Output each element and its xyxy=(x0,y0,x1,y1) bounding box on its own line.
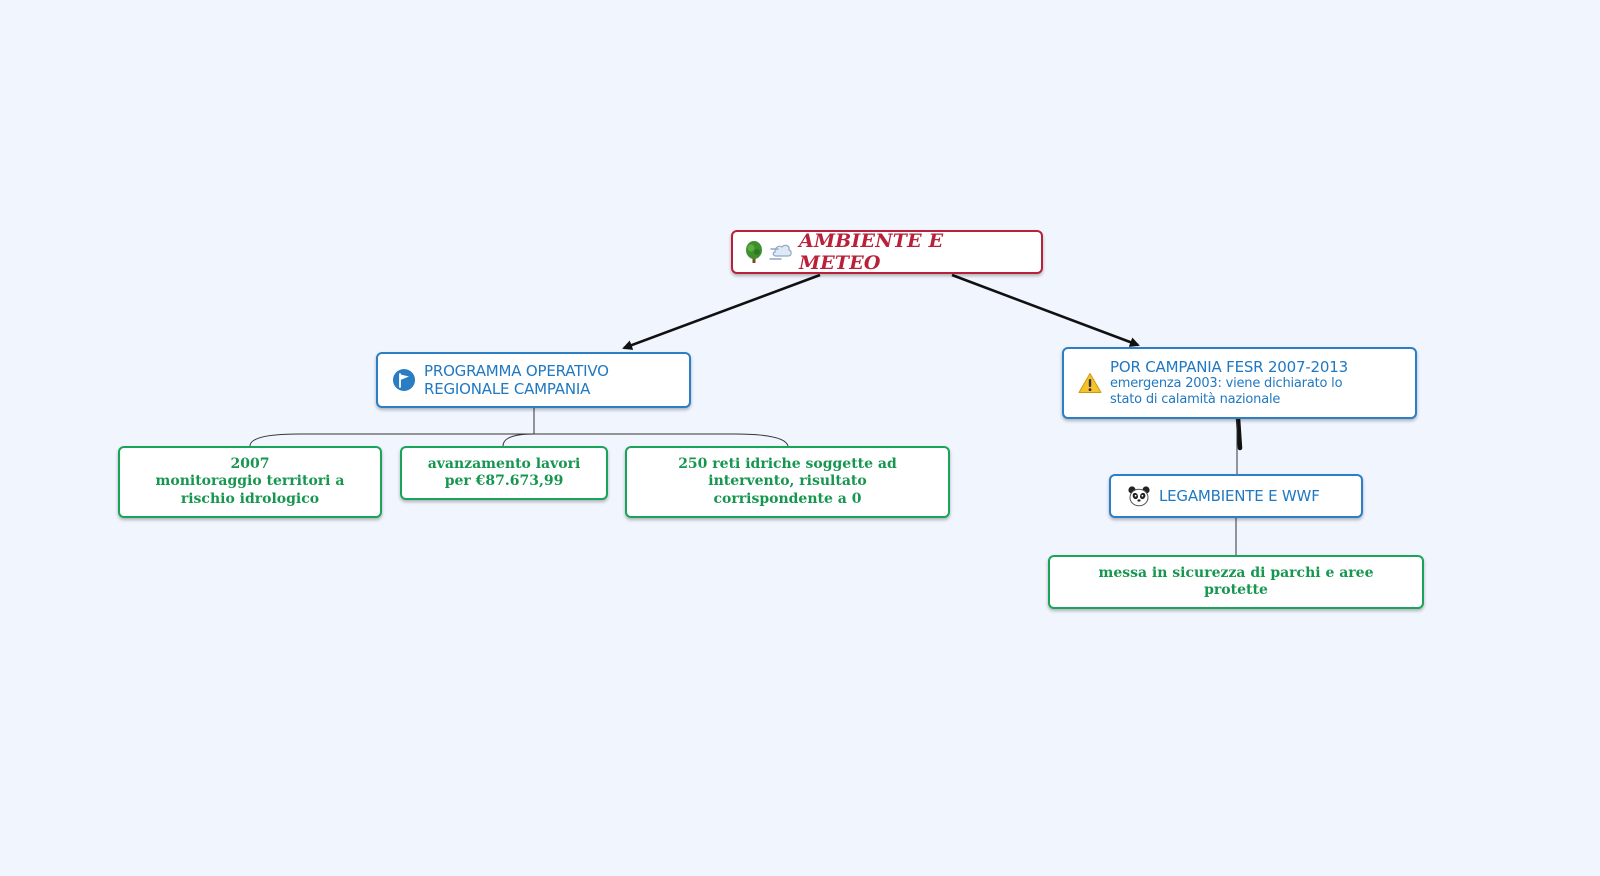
legambiente-title: LEGAMBIENTE E WWF xyxy=(1159,487,1320,505)
connector-programma-children xyxy=(249,408,789,447)
por-sub-line-1: emergenza 2003: viene dichiarato lo xyxy=(1110,376,1343,391)
por-title: POR CAMPANIA FESR 2007-2013 xyxy=(1110,358,1348,376)
leaf-line: rischio idrologico xyxy=(180,490,320,507)
branch-programma-node[interactable]: PROGRAMMA OPERATIVO REGIONALE CAMPANIA xyxy=(376,352,691,408)
leaf-line: corrispondente a 0 xyxy=(713,490,862,507)
branch-por-node[interactable]: POR CAMPANIA FESR 2007-2013 emergenza 20… xyxy=(1062,347,1417,419)
leaf-reti-idriche[interactable]: 250 reti idriche soggette ad intervento,… xyxy=(625,446,950,518)
leaf-line: monitoraggio territori a xyxy=(155,473,345,490)
leaf-line: messa in sicurezza di parchi e aree xyxy=(1098,564,1374,581)
tree-icon xyxy=(743,240,765,264)
connector-root-to-por xyxy=(951,273,1140,347)
leaf-line: avanzamento lavori xyxy=(427,455,581,472)
programma-title-line-2: REGIONALE CAMPANIA xyxy=(424,380,591,398)
root-node[interactable]: AMBIENTE E METEO xyxy=(731,230,1043,274)
leaf-line: 2007 xyxy=(230,455,270,472)
connector-root-to-programma xyxy=(622,273,821,350)
leaf-line: intervento, risultato xyxy=(708,473,867,490)
leaf-avanzamento-lavori[interactable]: avanzamento lavori per €87.673,99 xyxy=(400,446,608,500)
panda-icon xyxy=(1127,485,1151,507)
leaf-line: protette xyxy=(1204,582,1268,598)
leaf-line: per €87.673,99 xyxy=(444,473,564,489)
leaf-line: 250 reti idriche soggette ad xyxy=(678,455,897,472)
leaf-parchi-aree-protette[interactable]: messa in sicurezza di parchi e aree prot… xyxy=(1048,555,1424,609)
branch-legambiente-node[interactable]: LEGAMBIENTE E WWF xyxy=(1109,474,1363,518)
connector-por-to-legambiente xyxy=(1235,415,1243,451)
leaf-monitoraggio[interactable]: 2007 monitoraggio territori a rischio id… xyxy=(118,446,382,518)
warning-icon xyxy=(1078,372,1102,394)
por-sub-line-2: stato di calamità nazionale xyxy=(1110,392,1281,407)
root-title: AMBIENTE E METEO xyxy=(799,230,944,274)
programma-title-line-1: PROGRAMMA OPERATIVO xyxy=(424,362,609,380)
wind-icon xyxy=(769,241,793,263)
flag-icon xyxy=(392,368,416,392)
